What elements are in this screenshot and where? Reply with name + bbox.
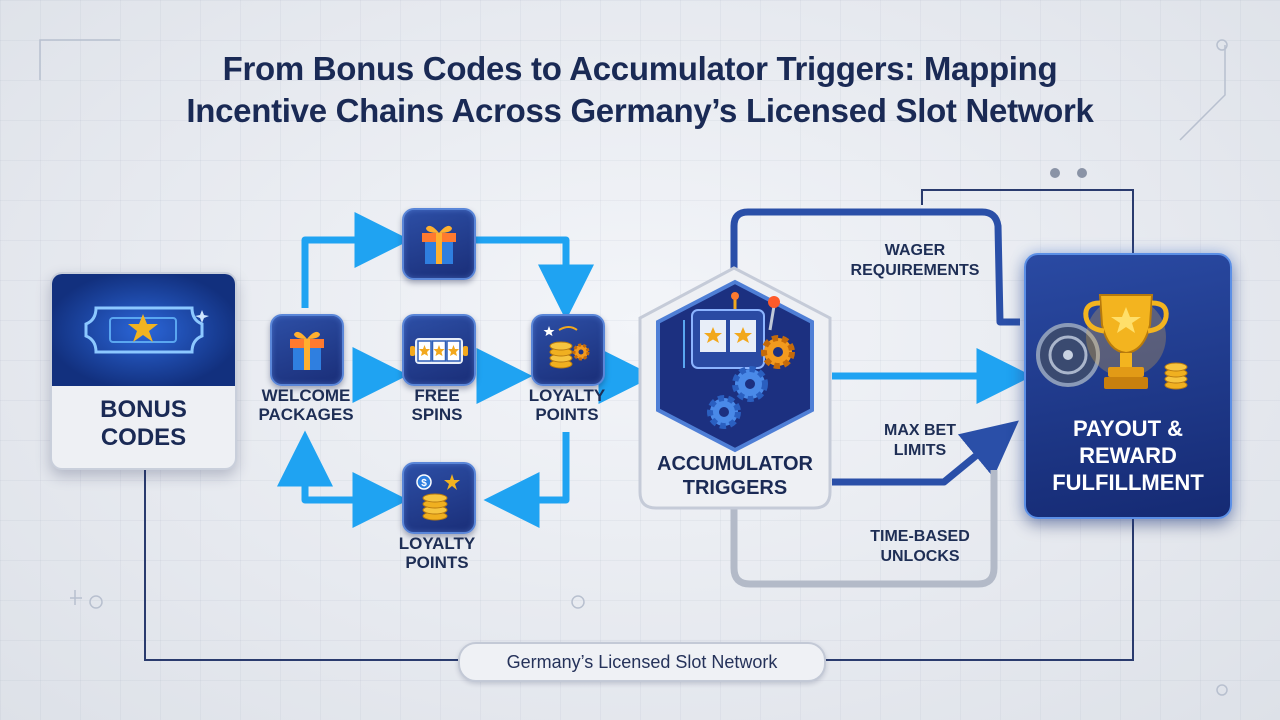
corner-decoration — [39, 39, 1228, 696]
arrow-loyalty-down — [483, 432, 570, 528]
arrow-gift-to-loyalty — [474, 236, 594, 321]
diagram-title-line1: From Bonus Codes to Accumulator Triggers… — [222, 50, 1058, 87]
loyalty-points-mid-line2: POINTS — [535, 405, 599, 424]
payout-line3: FULFILLMENT — [1052, 470, 1204, 495]
payout-fulfillment-card: PAYOUT & REWARD FULFILLMENT — [1024, 253, 1232, 519]
accumulator-triggers-label: ACCUMULATOR TRIGGERS — [640, 452, 830, 500]
wager-requirements-line2: REQUIREMENTS — [850, 262, 980, 279]
accumulator-triggers-line1: ACCUMULATOR — [657, 453, 813, 475]
max-bet-arrow — [832, 420, 1019, 486]
welcome-packages-node — [270, 314, 344, 386]
gift-icon — [290, 331, 324, 370]
loyalty-points-mid-label: LOYALTY POINTS — [512, 386, 622, 424]
arrow-to-bottom-loyalty — [301, 455, 409, 528]
slot-machine-gears-icon — [683, 292, 795, 429]
accumulator-triggers-line2: TRIGGERS — [682, 477, 788, 499]
loyalty-points-mid-line1: LOYALTY — [528, 386, 606, 405]
loyalty-points-node-mid — [531, 314, 605, 386]
network-pill: Germany’s Licensed Slot Network — [458, 642, 826, 682]
bonus-codes-line1: BONUS — [100, 396, 187, 423]
gift-node-top — [402, 208, 476, 280]
wager-requirements-line1: WAGER — [884, 242, 946, 259]
network-loop-line — [144, 189, 1134, 661]
diagram-title-line2: Incentive Chains Across Germany’s Licens… — [186, 92, 1094, 129]
loyalty-points-node-bottom: $ — [402, 462, 476, 534]
max-bet-limits-label: MAX BET LIMITS — [850, 421, 990, 461]
incentive-arrows — [277, 212, 1033, 528]
time-based-unlocks-line2: UNLOCKS — [880, 548, 960, 565]
trophy-vault-icon — [1036, 294, 1188, 390]
coins-gear-icon — [543, 326, 590, 369]
max-bet-limits-line2: LIMITS — [893, 442, 947, 459]
bonus-codes-line2: CODES — [100, 424, 187, 451]
arrow-to-gift-top — [301, 212, 411, 308]
free-spins-node — [402, 314, 476, 386]
payout-line2: REWARD — [1079, 443, 1177, 468]
free-spins-line2: SPINS — [411, 405, 463, 424]
time-based-unlocks-label: TIME-BASED UNLOCKS — [845, 527, 995, 567]
gift-icon — [422, 225, 456, 264]
bonus-codes-banner — [52, 274, 235, 386]
ticket-star-icon — [84, 306, 209, 354]
svg-text:$: $ — [421, 478, 427, 489]
payout-line1: PAYOUT & — [1072, 416, 1184, 441]
loyalty-points-bottom-label: LOYALTY POINTS — [382, 534, 492, 572]
loyalty-points-bottom-line2: POINTS — [405, 553, 469, 572]
slot-reels-icon — [410, 338, 468, 364]
time-based-unlocks-line1: TIME-BASED — [870, 528, 970, 545]
welcome-packages-line2: PACKAGES — [258, 405, 354, 424]
decor-dot — [1050, 168, 1060, 178]
decor-dot — [1077, 168, 1087, 178]
payout-fulfillment-label: PAYOUT & REWARD FULFILLMENT — [1026, 415, 1230, 496]
max-bet-limits-line1: MAX BET — [884, 422, 956, 439]
coins-star-icon: $ — [416, 474, 460, 521]
free-spins-line1: FREE — [414, 386, 460, 405]
bonus-codes-label: BONUS CODES — [52, 396, 235, 452]
wager-requirements-label: WAGER REQUIREMENTS — [830, 241, 1000, 281]
free-spins-label: FREE SPINS — [382, 386, 492, 424]
time-based-path — [730, 470, 998, 588]
loyalty-points-bottom-line1: LOYALTY — [398, 534, 476, 553]
welcome-packages-label: WELCOME PACKAGES — [250, 386, 362, 424]
wager-path — [730, 208, 1020, 326]
welcome-packages-line1: WELCOME — [261, 386, 351, 405]
bonus-codes-card: BONUS CODES — [50, 272, 237, 470]
